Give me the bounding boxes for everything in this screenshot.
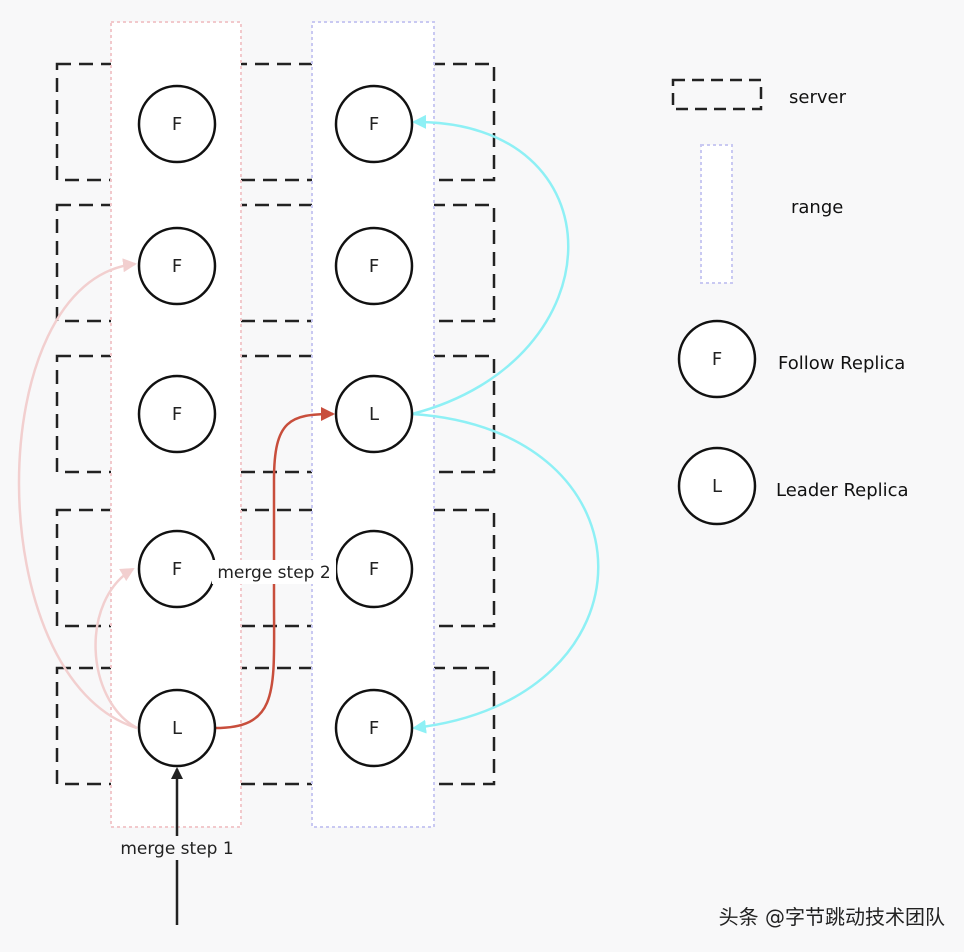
legend-leader-replica-symbol: L <box>712 476 722 497</box>
legend-leader-replica-label: Leader Replica <box>776 480 909 501</box>
legend-follow-replica-symbol: F <box>712 349 722 370</box>
left-leader-to-follower-4-arrow <box>94 567 138 730</box>
right-node-2-label: F <box>369 256 379 277</box>
server-box-3 <box>55 354 496 474</box>
legend: server range F Follow Replica L Leader R… <box>671 78 909 526</box>
merge-step-2-label-bg <box>212 560 336 584</box>
right-leader-to-follower-1-arrow <box>411 114 570 416</box>
merge-step-2-arrow <box>214 407 335 730</box>
legend-follow-replica-label: Follow Replica <box>778 353 905 374</box>
left-range-nodes: F F F F L <box>137 84 217 768</box>
right-node-5-circle <box>334 688 414 768</box>
right-node-4-label: F <box>369 559 379 580</box>
merge-step-1-label: merge step 1 <box>120 839 233 859</box>
watermark: 头条 @字节跳动技术团队 <box>719 905 945 929</box>
right-node-2-circle <box>334 226 414 306</box>
right-node-1-label: F <box>369 114 379 135</box>
server-box-2 <box>55 203 496 323</box>
legend-range-swatch <box>700 144 733 284</box>
left-node-2-circle <box>137 226 217 306</box>
servers <box>55 62 496 786</box>
legend-leader-replica-circle <box>677 446 757 526</box>
legend-server-swatch <box>671 78 763 111</box>
left-node-1-circle <box>137 84 217 164</box>
left-node-3-label: F <box>172 404 182 425</box>
right-node-3-label: L <box>369 404 379 425</box>
merge-step-2-label: merge step 2 <box>217 563 330 583</box>
left-node-2-label: F <box>172 256 182 277</box>
legend-range-label: range <box>791 197 843 218</box>
server-box-1 <box>55 62 496 182</box>
right-node-5-label: F <box>369 718 379 739</box>
left-node-4-label: F <box>172 559 182 580</box>
right-leader-to-follower-5-arrow <box>411 412 600 734</box>
legend-server-label: server <box>789 87 847 108</box>
merge-step-1-label-bg <box>113 836 241 860</box>
left-node-1-label: F <box>172 114 182 135</box>
right-node-1-circle <box>334 84 414 164</box>
left-node-5-circle <box>137 688 217 768</box>
legend-follow-replica-circle <box>677 319 757 399</box>
left-leader-to-follower-2-arrow <box>17 258 138 730</box>
right-node-3-circle <box>334 374 414 454</box>
left-node-5-label: L <box>172 718 182 739</box>
server-box-4 <box>55 508 496 628</box>
left-node-3-circle <box>137 374 217 454</box>
server-box-5 <box>55 666 496 786</box>
right-range-nodes: F F L F F <box>334 84 414 768</box>
